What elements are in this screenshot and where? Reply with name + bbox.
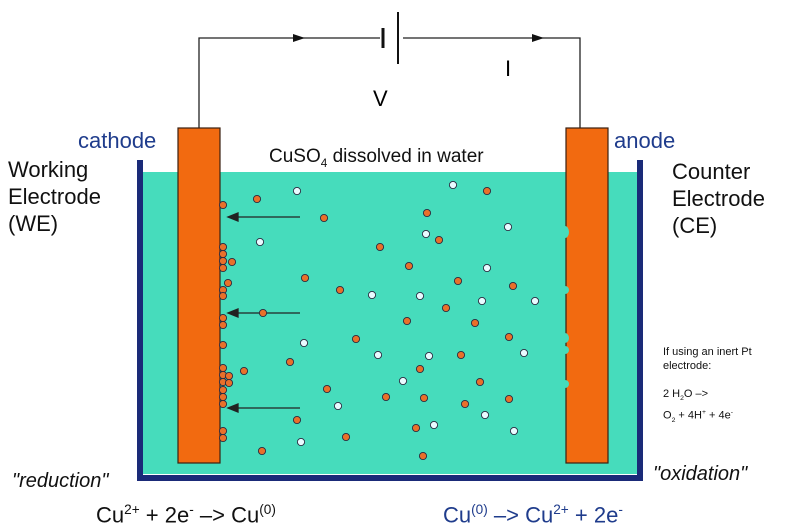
deposited-cu-atom xyxy=(224,378,234,388)
pt-note: If using an inert Pt electrode: 2 H2O –>… xyxy=(663,345,752,428)
cu-ion xyxy=(453,276,463,286)
water-molecule xyxy=(429,420,439,430)
cu-ion xyxy=(319,213,329,223)
cu-ion xyxy=(292,415,302,425)
solution-label: CuSO4 dissolved in water xyxy=(269,146,484,170)
cu-ion xyxy=(300,273,310,283)
working-electrode xyxy=(177,127,221,464)
cu-ion xyxy=(402,316,412,326)
cathode-label: cathode xyxy=(78,128,157,153)
water-molecule xyxy=(296,437,306,447)
deposited-cu-atom xyxy=(218,242,228,252)
cu-ion xyxy=(456,350,466,360)
deposited-cu-atom xyxy=(218,200,228,210)
cu-ion xyxy=(285,357,295,367)
cu-ion xyxy=(441,303,451,313)
cu-ion xyxy=(223,278,233,288)
water-molecule xyxy=(519,348,529,358)
deposited-cu-atom xyxy=(218,363,228,373)
water-molecule xyxy=(398,376,408,386)
cu-ion xyxy=(460,399,470,409)
ion-migration-arrows xyxy=(226,212,300,413)
water-molecule xyxy=(503,222,513,232)
cu-ion xyxy=(239,366,249,376)
cathode-reaction: Cu2+ + 2e- –> Cu(0) xyxy=(96,502,276,528)
water-molecule xyxy=(421,229,431,239)
deposited-cu-atom xyxy=(224,371,234,381)
circuit-wire xyxy=(198,37,581,128)
water-molecule xyxy=(477,296,487,306)
working-electrode-label: Working Electrode (WE) xyxy=(8,157,101,236)
water-molecule xyxy=(367,290,377,300)
deposited-cu-atom xyxy=(218,320,228,330)
cu-ion xyxy=(351,334,361,344)
container xyxy=(137,160,643,481)
water-molecule xyxy=(448,180,458,190)
cu-ion xyxy=(381,392,391,402)
anode-dissolution-marks xyxy=(561,226,569,388)
cu-ion xyxy=(504,394,514,404)
deposited-copper xyxy=(218,200,234,443)
deposited-cu-atom xyxy=(218,249,228,259)
cu-ion xyxy=(482,186,492,196)
cu-ion xyxy=(227,257,237,267)
current-arrow-right xyxy=(532,34,544,42)
cu-ion xyxy=(418,451,428,461)
cu-ion xyxy=(504,332,514,342)
cu-ion xyxy=(404,261,414,271)
water-molecule xyxy=(509,426,519,436)
counter-electrode-label: Counter Electrode (CE) xyxy=(672,159,765,238)
water-molecule xyxy=(255,237,265,247)
cu-ion xyxy=(411,423,421,433)
cu-ion xyxy=(508,281,518,291)
deposited-cu-atom xyxy=(218,263,228,273)
anode-label: anode xyxy=(614,128,676,153)
cu-ion xyxy=(475,377,485,387)
counter-electrode xyxy=(565,127,609,464)
water-oxidation-eq-2: O2 + 4H+ + 4e- xyxy=(663,409,734,425)
reduction-label: "reduction" xyxy=(12,470,109,492)
cu-ion xyxy=(434,235,444,245)
cu-ion xyxy=(257,446,267,456)
water-oxidation-eq-1: 2 H2O –> xyxy=(663,388,709,403)
deposited-cu-atom xyxy=(218,399,228,409)
water-molecule xyxy=(424,351,434,361)
water-molecule xyxy=(299,338,309,348)
water-molecule xyxy=(415,291,425,301)
cu-ion xyxy=(341,432,351,442)
oxidation-label: "oxidation" xyxy=(653,463,748,485)
deposited-cu-atom xyxy=(218,256,228,266)
deposited-cu-atom xyxy=(218,313,228,323)
current-label: I xyxy=(505,56,512,81)
water-molecule xyxy=(530,296,540,306)
cu-ion xyxy=(322,384,332,394)
cu-ion xyxy=(470,318,480,328)
deposited-cu-atom xyxy=(218,392,228,402)
deposited-cu-atom xyxy=(218,426,228,436)
cu-ion xyxy=(258,308,268,318)
deposited-cu-atom xyxy=(218,291,228,301)
water-molecules xyxy=(255,180,540,447)
cu-ion xyxy=(375,242,385,252)
cu-ion xyxy=(335,285,345,295)
voltage-label: V xyxy=(373,86,388,111)
water-molecule xyxy=(480,410,490,420)
deposited-cu-atom xyxy=(218,340,228,350)
copper-ions xyxy=(223,186,518,461)
anode-reaction: Cu(0) –> Cu2+ + 2e- xyxy=(443,502,623,528)
deposited-cu-atom xyxy=(218,433,228,443)
water-molecule xyxy=(333,401,343,411)
deposited-cu-atom xyxy=(218,385,228,395)
current-arrow-left xyxy=(293,34,305,42)
cu-ion xyxy=(252,194,262,204)
cu-ion xyxy=(419,393,429,403)
water-molecule xyxy=(482,263,492,273)
water-molecule xyxy=(292,186,302,196)
cu-ion xyxy=(415,364,425,374)
cu-ion xyxy=(422,208,432,218)
water-molecule xyxy=(373,350,383,360)
